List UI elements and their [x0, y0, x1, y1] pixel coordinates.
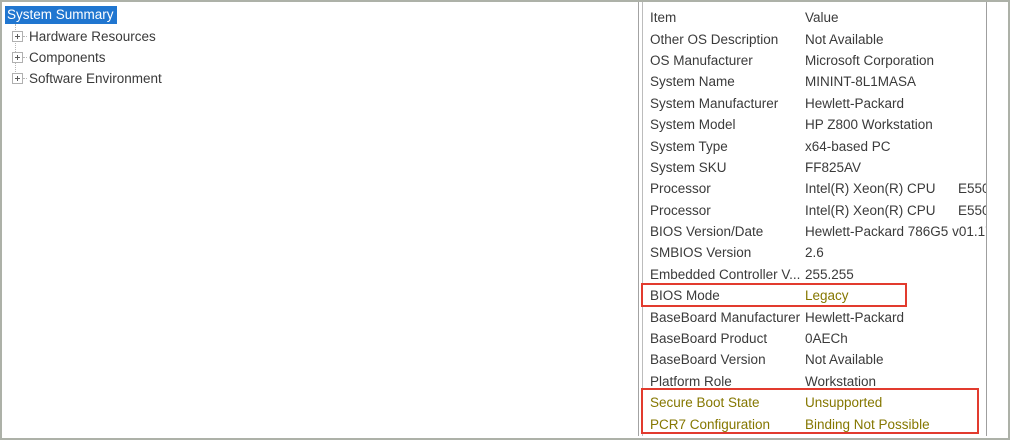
expand-plus-icon[interactable]: [12, 52, 23, 63]
value-cell: Not Available: [805, 31, 884, 47]
value-cell: x64-based PC: [805, 138, 891, 154]
value-cell: Not Available: [805, 352, 884, 368]
table-row-baseboard-manufacturer[interactable]: BaseBoard Manufacturer Hewlett-Packard: [643, 306, 986, 327]
expand-plus-icon[interactable]: [12, 31, 23, 42]
value-cell: Hewlett-Packard: [805, 95, 905, 111]
table-row-smbios-version[interactable]: SMBIOS Version 2.6: [643, 242, 986, 263]
value-cell: Binding Not Possible: [805, 416, 930, 432]
tree-item-system-summary[interactable]: System Summary: [5, 6, 117, 24]
table-row-baseboard-product[interactable]: BaseBoard Product 0AECh: [643, 328, 986, 349]
value-cell: Unsupported: [805, 395, 883, 411]
expand-plus-icon[interactable]: [12, 73, 23, 84]
table-row-processor[interactable]: Processor Intel(R) Xeon(R) CPU E5506: [643, 178, 986, 199]
value-cell: Workstation: [805, 373, 877, 389]
item-cell: Embedded Controller V...: [650, 266, 801, 282]
item-cell: BIOS Version/Date: [650, 224, 764, 240]
tree-item-hardware-resources[interactable]: Hardware Resources: [4, 26, 638, 47]
tree-item-label: Components: [29, 50, 106, 65]
value-cell: 0AECh: [805, 331, 848, 347]
value-cell: 2.6: [805, 245, 824, 261]
table-row-system-manufacturer[interactable]: System Manufacturer Hewlett-Packard: [643, 93, 986, 114]
details-list-pane: Item Value Other OS Description Not Avai…: [642, 2, 987, 436]
value-cell: MININT-8L1MASA: [805, 74, 917, 90]
table-row-other-os-description[interactable]: Other OS Description Not Available: [643, 28, 986, 49]
item-cell: BaseBoard Product: [650, 331, 768, 347]
item-cell: BaseBoard Manufacturer: [650, 309, 801, 325]
table-row-os-manufacturer[interactable]: OS Manufacturer Microsoft Corporation: [643, 50, 986, 71]
table-row-pcr7-configuration[interactable]: PCR7 Configuration Binding Not Possible: [643, 413, 986, 434]
item-cell: Other OS Description: [650, 31, 779, 47]
table-row-bios-mode[interactable]: BIOS Mode Legacy: [643, 285, 986, 306]
item-cell: BIOS Mode: [650, 288, 720, 304]
value-cell: FF825AV: [805, 159, 862, 175]
value-cell: Hewlett-Packard 786G5 v01.17, 8/: [805, 224, 986, 240]
item-cell: Processor: [650, 202, 711, 218]
details-list: Item Value Other OS Description Not Avai…: [643, 2, 986, 435]
item-cell: System Name: [650, 74, 735, 90]
list-header-row: Item Value: [643, 7, 986, 28]
value-cell: Microsoft Corporation: [805, 52, 935, 68]
item-cell: OS Manufacturer: [650, 52, 753, 68]
value-cell: HP Z800 Workstation: [805, 117, 933, 133]
item-cell: BaseBoard Version: [650, 352, 766, 368]
table-row-bios-version-date[interactable]: BIOS Version/Date Hewlett-Packard 786G5 …: [643, 221, 986, 242]
table-row-embedded-controller-v[interactable]: Embedded Controller V... 255.255: [643, 264, 986, 285]
table-row-system-model[interactable]: System Model HP Z800 Workstation: [643, 114, 986, 135]
item-cell: Platform Role: [650, 373, 732, 389]
tree-item-components[interactable]: Components: [4, 47, 638, 68]
item-cell: System Model: [650, 117, 736, 133]
tree-connector-line: [15, 24, 16, 78]
table-row-system-name[interactable]: System Name MININT-8L1MASA: [643, 71, 986, 92]
tree-twig: [23, 78, 27, 79]
table-row-system-sku[interactable]: System SKU FF825AV: [643, 157, 986, 178]
tree-twig: [23, 57, 27, 58]
item-cell: Processor: [650, 181, 711, 197]
item-cell: System SKU: [650, 159, 727, 175]
table-row-baseboard-version[interactable]: BaseBoard Version Not Available: [643, 349, 986, 370]
tree-twig: [23, 36, 27, 37]
tree: System Summary Hardware Resources Compon…: [2, 2, 638, 89]
value-cell: Hewlett-Packard: [805, 309, 905, 325]
item-cell: SMBIOS Version: [650, 245, 752, 261]
item-cell: System Type: [650, 138, 728, 154]
table-row-system-type[interactable]: System Type x64-based PC: [643, 135, 986, 156]
tree-item-software-environment[interactable]: Software Environment: [4, 68, 638, 89]
item-cell: Secure Boot State: [650, 395, 760, 411]
column-header-value[interactable]: Value: [805, 10, 839, 26]
tree-item-label: Software Environment: [29, 71, 162, 86]
tree-item-label: Hardware Resources: [29, 29, 156, 44]
table-row-platform-role[interactable]: Platform Role Workstation: [643, 371, 986, 392]
item-cell: PCR7 Configuration: [650, 416, 771, 432]
table-row-processor[interactable]: Processor Intel(R) Xeon(R) CPU E5506: [643, 200, 986, 221]
tree-selected-row: System Summary: [4, 6, 638, 26]
table-row-secure-boot-state[interactable]: Secure Boot State Unsupported: [643, 392, 986, 413]
value-cell: Legacy: [805, 288, 849, 304]
value-cell: Intel(R) Xeon(R) CPU E5506: [805, 181, 986, 197]
value-cell: Intel(R) Xeon(R) CPU E5506: [805, 202, 986, 218]
value-cell: 255.255: [805, 266, 854, 282]
list-rows: Other OS Description Not Available OS Ma…: [643, 28, 986, 434]
item-cell: System Manufacturer: [650, 95, 779, 111]
tree-items: Hardware Resources Components Software E…: [4, 26, 638, 89]
column-header-item[interactable]: Item: [650, 10, 677, 26]
category-tree-pane: System Summary Hardware Resources Compon…: [2, 2, 639, 436]
